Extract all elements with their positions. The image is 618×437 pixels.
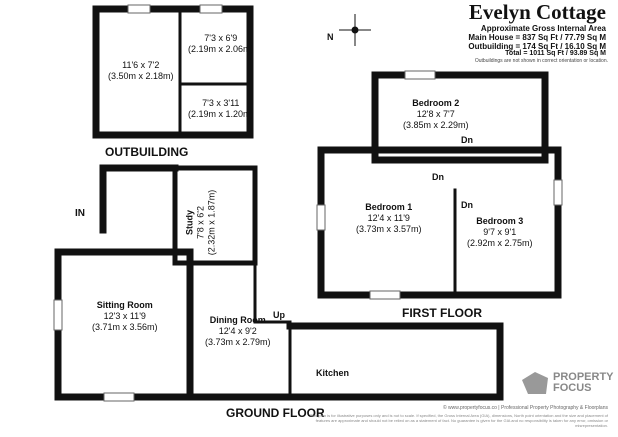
room-metric: (2.19m x 1.20m) bbox=[188, 109, 254, 119]
window bbox=[199, 4, 223, 14]
property-focus-logo-icon bbox=[522, 372, 548, 394]
gia-heading: Approximate Gross Internal Area bbox=[480, 24, 606, 33]
outbuilding-room-1: 11'6 x 7'2(3.50m x 2.18m) bbox=[108, 60, 174, 82]
room-dims: 9'7 x 9'1 bbox=[483, 227, 517, 237]
room-dims: 7'3 x 3'11 bbox=[202, 98, 240, 108]
stairs-down-label: Dn bbox=[432, 172, 444, 182]
stairs-down-label: Dn bbox=[461, 200, 473, 210]
room-name: Dining Room bbox=[209, 315, 266, 325]
compass-icon bbox=[339, 14, 371, 46]
window bbox=[553, 179, 563, 206]
orientation-note: Outbuildings are not shown in correct or… bbox=[474, 58, 608, 64]
room-metric: (3.50m x 2.18m) bbox=[108, 71, 174, 81]
room-metric: (3.73m x 3.57m) bbox=[356, 224, 422, 234]
window bbox=[127, 4, 151, 14]
room-metric: (2.32m x 1.87m) bbox=[206, 189, 217, 256]
room-name: Sitting Room bbox=[96, 300, 153, 310]
kitchen-walls bbox=[286, 322, 504, 401]
outbuilding-room-3: 7'3 x 3'11(2.19m x 1.20m) bbox=[188, 98, 254, 120]
total-area: Total = 1011 Sq Ft / 93.89 Sq M bbox=[505, 50, 606, 57]
room-dims: 7'3 x 6'9 bbox=[204, 33, 238, 43]
entrance-label: IN bbox=[75, 208, 85, 219]
window bbox=[53, 299, 63, 331]
room-dims: 12'3 x 11'9 bbox=[103, 311, 146, 321]
outbuilding-area: Outbuilding = 174 Sq Ft / 16.10 Sq M bbox=[468, 42, 606, 51]
outbuilding-walls bbox=[92, 5, 254, 139]
property-title: Evelyn Cottage bbox=[468, 0, 606, 24]
outbuilding-room-2: 7'3 x 6'9(2.19m x 2.06m) bbox=[188, 33, 254, 55]
room-name: Bedroom 2 bbox=[412, 98, 460, 108]
room-metric: (2.19m x 2.06m) bbox=[188, 44, 254, 54]
room-name: Bedroom 1 bbox=[365, 202, 413, 212]
room-name: Study bbox=[184, 210, 195, 236]
window bbox=[404, 70, 436, 80]
room-name: Bedroom 3 bbox=[476, 216, 524, 226]
room-metric: (3.71m x 3.56m) bbox=[92, 322, 158, 332]
room-metric: (3.73m x 2.79m) bbox=[205, 337, 271, 347]
room-dims: 7'8 x 6'2 bbox=[195, 206, 206, 239]
room-dims: 12'8 x 7'7 bbox=[416, 109, 455, 119]
first-floor-label: FIRST FLOOR bbox=[402, 306, 482, 320]
ground-floor-label: GROUND FLOOR bbox=[226, 406, 325, 420]
window bbox=[369, 290, 401, 300]
kitchen-label: Kitchen bbox=[316, 368, 350, 378]
room-metric: (2.92m x 2.75m) bbox=[467, 238, 533, 248]
brand-line: PROPERTY bbox=[553, 371, 614, 383]
dining-room-walls bbox=[188, 260, 292, 324]
entry-walls bbox=[99, 164, 179, 234]
room-dims: 12'4 x 11'9 bbox=[367, 213, 410, 223]
main-house-area: Main House = 837 Sq Ft / 77.79 Sq M bbox=[468, 33, 606, 42]
window bbox=[316, 204, 326, 231]
room-dims: 12'4 x 9'2 bbox=[218, 326, 257, 336]
window bbox=[103, 392, 135, 402]
credit-line: © www.propertyfocus.co | Professional Pr… bbox=[442, 405, 608, 411]
compass-north-label: N bbox=[327, 32, 334, 42]
brand-line: FOCUS bbox=[553, 382, 592, 394]
room-metric: (3.85m x 2.29m) bbox=[403, 120, 469, 130]
bedroom2-walls bbox=[371, 71, 549, 164]
stairs-up-label: Up bbox=[273, 310, 285, 320]
outbuilding-label: OUTBUILDING bbox=[105, 145, 189, 159]
room-dims: 11'6 x 7'2 bbox=[122, 60, 160, 70]
stairs-down-label: Dn bbox=[461, 135, 473, 145]
disclaimer: This plan is for illustrative purposes o… bbox=[309, 413, 608, 428]
